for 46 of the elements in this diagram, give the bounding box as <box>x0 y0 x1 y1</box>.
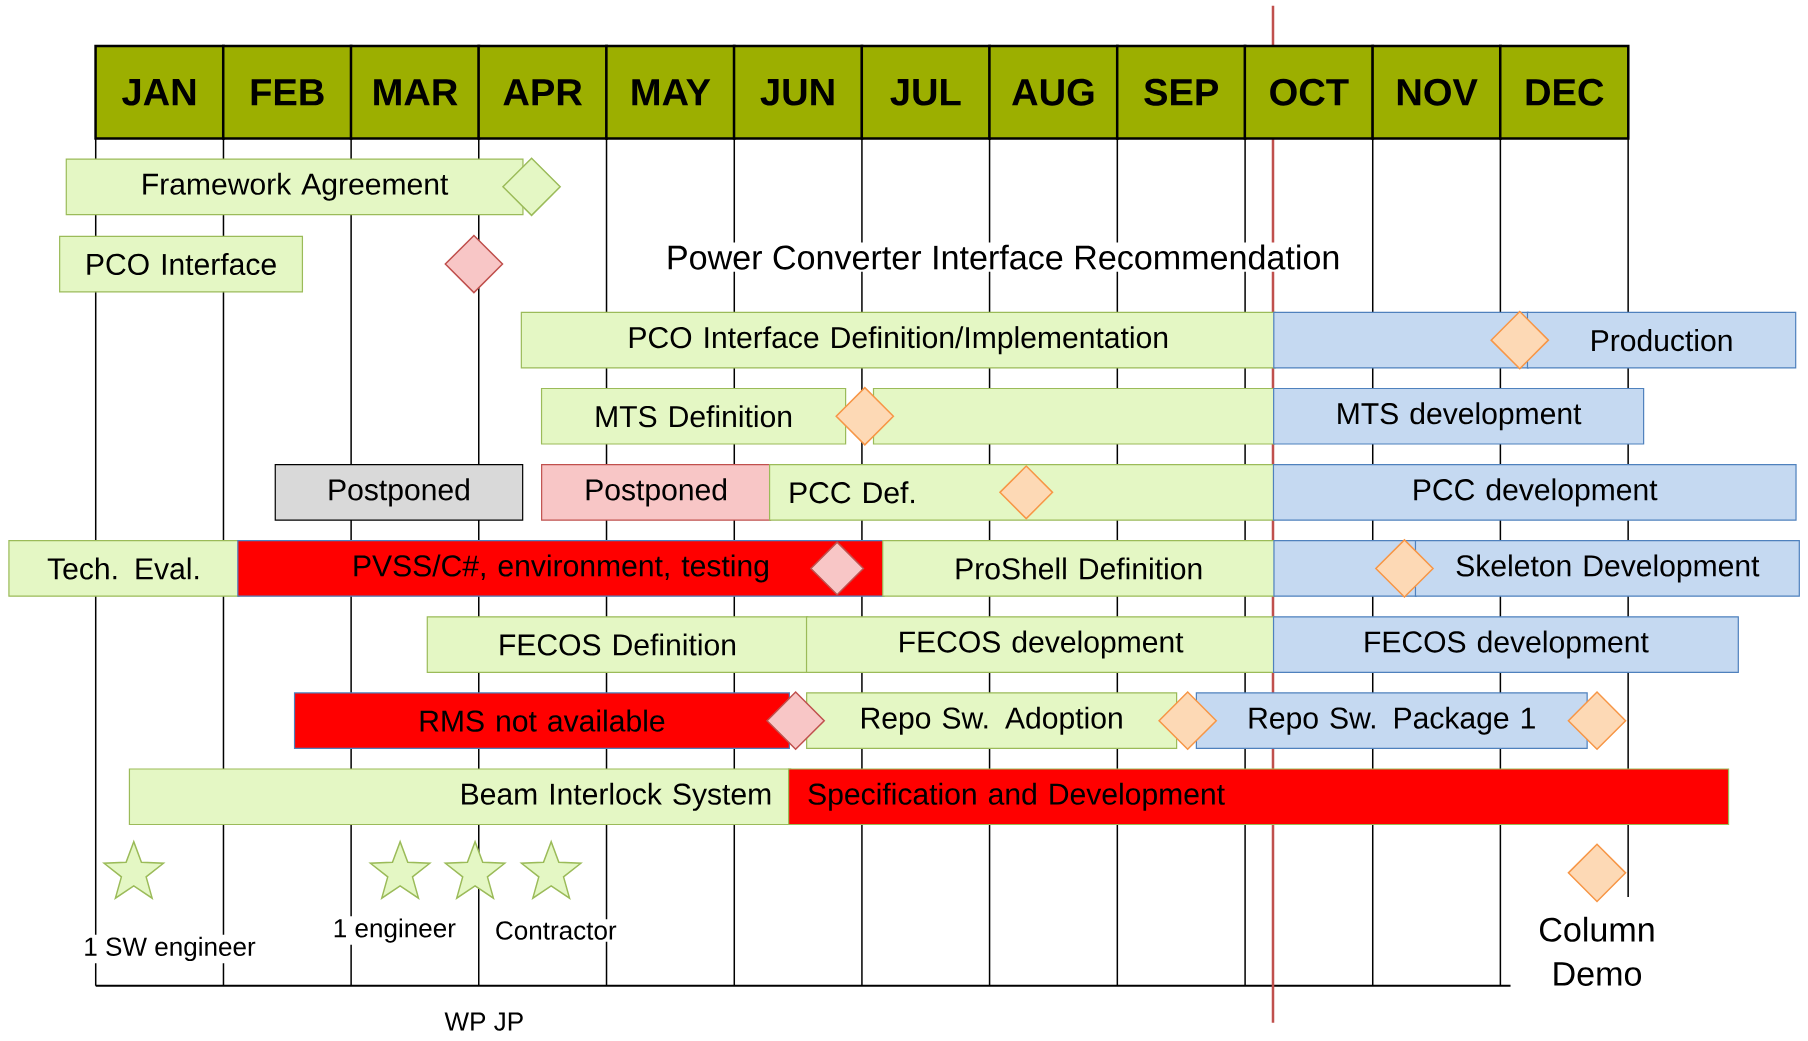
month-header-cell: JUL <box>860 44 992 140</box>
task-bar: Beam Interlock System <box>128 768 792 825</box>
month-header-cell: JUN <box>732 44 864 140</box>
heading-text: Power Converter Interface Recommendation <box>663 242 1343 272</box>
task-bar: Tech. Eval. <box>8 540 240 597</box>
task-bar: Production <box>1526 311 1797 369</box>
task-bar: Repo Sw. Adoption <box>806 692 1178 749</box>
milestone-diamond <box>998 464 1054 520</box>
task-bar: FECOS Definition <box>426 616 809 673</box>
milestone-diamond <box>444 234 504 294</box>
task-bar: ProShell Definition <box>882 540 1276 597</box>
task-bar <box>872 387 1276 445</box>
month-header-cell: OCT <box>1243 44 1375 140</box>
task-bar: Postponed <box>274 463 524 521</box>
staff-note: 1 engineer <box>330 916 458 945</box>
month-header-cell: APR <box>477 44 608 140</box>
milestone-diamond <box>1567 843 1627 903</box>
month-header-cell: JAN <box>94 44 225 140</box>
task-bar: PCO Interface <box>59 235 304 293</box>
month-header-cell: FEB <box>221 44 353 140</box>
milestone-diamond <box>835 386 895 446</box>
milestone-diamond <box>809 541 865 596</box>
task-bar: Specification and Development <box>788 768 1730 825</box>
month-header-cell: AUG <box>988 44 1119 140</box>
task-bar: MTS Definition <box>540 387 847 445</box>
task-bar: Postponed <box>541 463 772 521</box>
month-header-cell: DEC <box>1499 44 1630 140</box>
staff-note: 1 SW engineer <box>81 934 258 964</box>
month-header-cell: MAY <box>605 44 736 140</box>
task-bar: PVSS/C#, environment, testing <box>237 540 885 597</box>
axis-label: WP JP <box>442 1010 527 1033</box>
task-bar: MTS development <box>1273 387 1645 445</box>
task-bar: FECOS development <box>1272 616 1739 673</box>
month-header-cell: NOV <box>1371 44 1502 140</box>
task-bar: PCO Interface Definition/Implementation <box>520 311 1276 369</box>
task-bar: PCC development <box>1272 463 1797 521</box>
month-header-cell: SEP <box>1115 44 1247 140</box>
month-header-cell: MAR <box>349 44 481 140</box>
task-bar: Repo Sw. Package 1 <box>1195 692 1588 749</box>
staff-note: Contractor <box>492 919 619 942</box>
milestone-diamond <box>1490 310 1550 370</box>
task-bar <box>1273 311 1529 369</box>
task-bar: FECOS development <box>805 616 1276 673</box>
task-bar: RMS not available <box>293 692 790 749</box>
task-bar: PCC Def. <box>769 463 1276 521</box>
milestone-caption: Column Demo <box>1540 916 1654 986</box>
